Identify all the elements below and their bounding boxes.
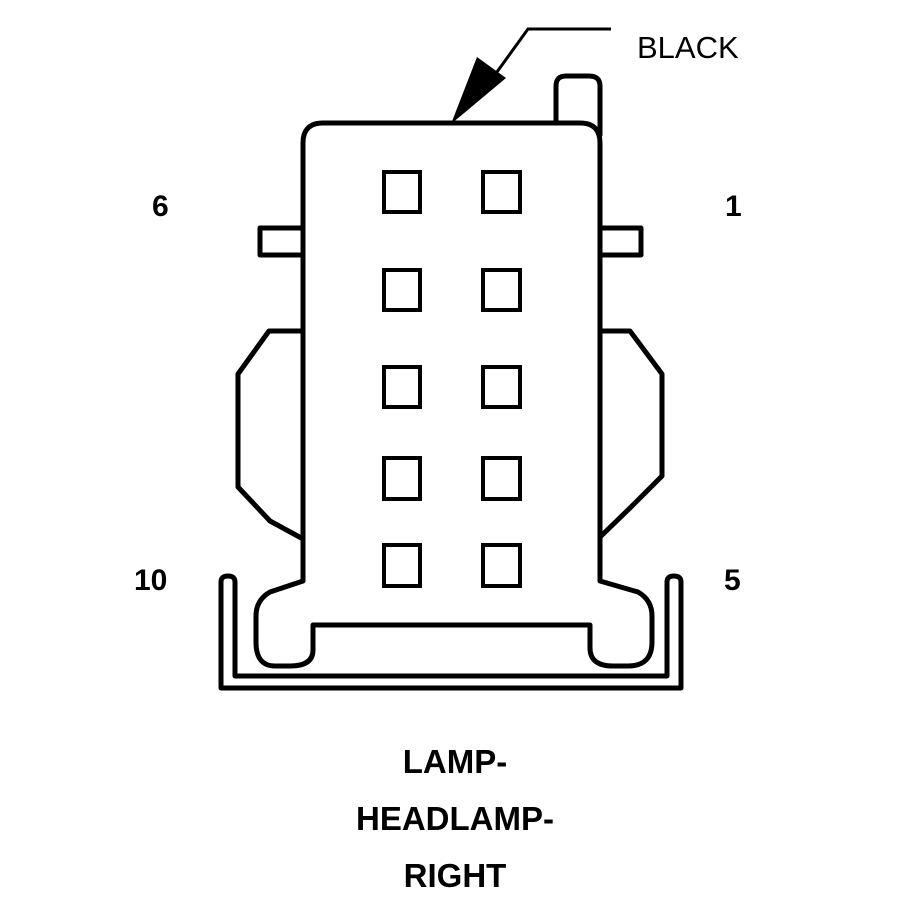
caption-line-1: LAMP-: [402, 743, 508, 780]
pin-label-1: 1: [725, 190, 742, 223]
left-side-tab: [257, 225, 311, 258]
caption-line-2: HEADLAMP-: [356, 800, 554, 837]
cavity-pin-4: [481, 456, 522, 501]
cavity-pin-7: [382, 268, 422, 312]
locking-tab: [553, 73, 603, 138]
cavity-pin-6: [382, 170, 422, 214]
cavity-pin-1: [481, 170, 522, 214]
pin-label-6: 6: [152, 190, 169, 223]
connector-caption: LAMP- HEADLAMP- RIGHT: [0, 733, 900, 904]
cavity-pin-5: [481, 543, 522, 588]
retainer-channel: [218, 573, 684, 691]
pin-label-5: 5: [724, 564, 741, 597]
connector-color-label: BLACK: [637, 30, 739, 65]
left-wing-latch: [235, 328, 308, 543]
cavity-pin-9: [382, 456, 422, 501]
cavity-grid: [382, 170, 522, 588]
right-wing-latch: [594, 328, 665, 543]
caption-line-3: RIGHT: [403, 857, 507, 894]
cavity-pin-2: [481, 268, 522, 312]
cavity-pin-8: [382, 365, 422, 409]
connector-body: [253, 120, 655, 669]
color-leader-line: [487, 27, 611, 84]
cavity-pin-10: [382, 543, 422, 588]
pin-label-10: 10: [134, 564, 168, 597]
leader-arrowhead-icon: [451, 57, 506, 124]
cavity-pin-3: [481, 365, 522, 409]
